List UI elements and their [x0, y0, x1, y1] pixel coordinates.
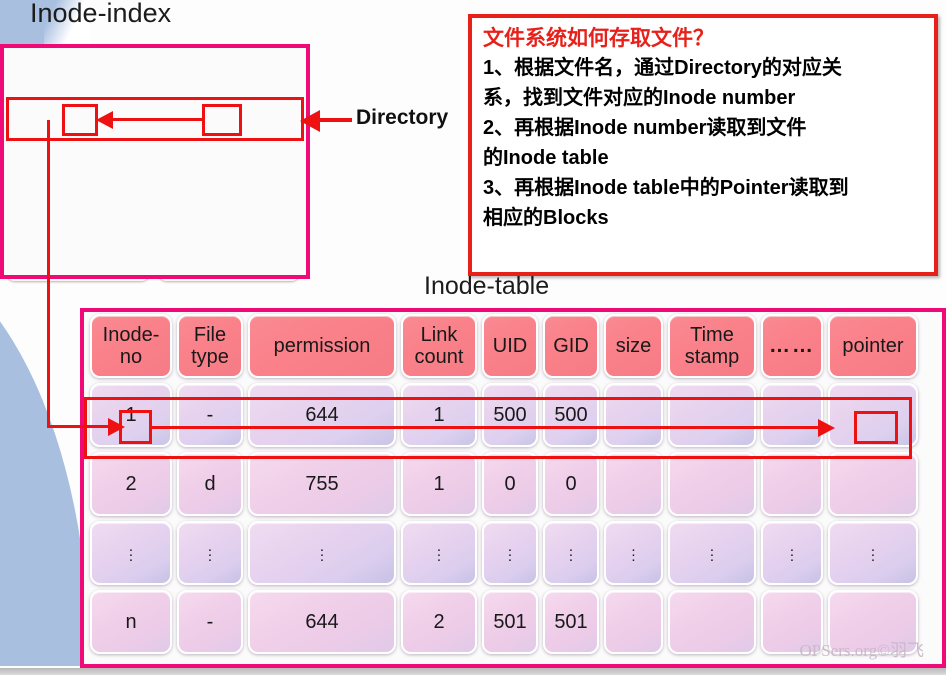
- arrow-head-into-inode-table: [108, 418, 125, 436]
- arrow-shaft-f1-to-inode: [110, 118, 204, 121]
- inode-table-cell-ellipsis: ...: [177, 521, 243, 585]
- inode-table-cell-ellipsis: ...: [761, 521, 823, 585]
- label-directory: Directory: [356, 106, 449, 129]
- inode-table-cell-ellipsis: ...: [604, 521, 663, 585]
- vertical-ellipsis-icon: ...: [631, 537, 636, 565]
- callout-question: 文件系统如何存取文件？: [483, 27, 714, 50]
- inode-table-cell-uid[interactable]: 501: [482, 590, 538, 654]
- page-title-inode-index: Inode-index: [30, 0, 172, 28]
- vertical-ellipsis-icon: ...: [709, 537, 715, 565]
- inode-table-cell-ellipsis: ...: [90, 521, 172, 585]
- inode-table-row-1[interactable]: 1 - 644 1 500 500: [86, 383, 940, 447]
- inode-table-cell-inode-no[interactable]: 2: [90, 452, 172, 516]
- bottom-bar: [0, 668, 946, 675]
- connector-horizontal-to-table: [47, 425, 115, 428]
- inode-table-cell-permission[interactable]: 755: [248, 452, 396, 516]
- callout-step-2-line-1: 2、再根据Inode number读取到文件: [483, 117, 807, 139]
- highlight-box-inode-no-1: [62, 104, 98, 136]
- inode-table-row-n[interactable]: n - 644 2 501 501: [86, 590, 940, 654]
- inode-table-cell-ellipsis: ...: [482, 521, 538, 585]
- inode-table-cell-file-type[interactable]: -: [177, 383, 243, 447]
- inode-table-header-pointer: pointer: [828, 314, 918, 378]
- background-blue-corner: [0, 0, 90, 46]
- background-blue-curve: [0, 246, 90, 666]
- inode-table-header-size: size: [604, 314, 663, 378]
- inode-table-cell-size[interactable]: [604, 383, 663, 447]
- inode-table-cell-gid[interactable]: 501: [543, 590, 599, 654]
- connector-vertical-inode-index-to-table: [47, 120, 50, 428]
- highlight-frame-inode-table-row-1: [84, 397, 912, 459]
- inode-table-cell-time-stamp[interactable]: [668, 452, 756, 516]
- arrow-shaft-directory: [316, 118, 352, 122]
- inode-table-header-inode-no: Inode-no: [90, 314, 172, 378]
- inode-table-cell-ellipsis[interactable]: [761, 452, 823, 516]
- inode-table-cell-size[interactable]: [604, 452, 663, 516]
- inode-table-cell-ellipsis: ...: [248, 521, 396, 585]
- highlight-box-pointer-cell: [854, 411, 898, 444]
- inode-table-header-permission: permission: [248, 314, 396, 378]
- inode-table-cell-time-stamp[interactable]: [668, 590, 756, 654]
- vertical-ellipsis-icon: ...: [568, 537, 574, 565]
- inode-table-header-gid: GID: [543, 314, 599, 378]
- callout-step-3-line-1: 3、再根据Inode table中的Pointer读取到: [483, 177, 849, 199]
- inode-table-cell-gid[interactable]: 0: [543, 452, 599, 516]
- inode-table-cell-permission[interactable]: 644: [248, 590, 396, 654]
- vertical-ellipsis-icon: ...: [319, 537, 325, 565]
- inode-table-cell-pointer[interactable]: [828, 383, 918, 447]
- inode-table-cell-link-count[interactable]: 1: [401, 383, 477, 447]
- inode-table-cell-link-count[interactable]: 2: [401, 590, 477, 654]
- watermark: OPSers.org©羽飞: [799, 641, 924, 660]
- inode-index-panel: [0, 44, 310, 279]
- inode-table-cell-link-count[interactable]: 1: [401, 452, 477, 516]
- inode-table-cell-pointer[interactable]: [828, 590, 918, 654]
- arrow-head-to-inode-no: [96, 111, 113, 129]
- explanation-callout: 文件系统如何存取文件？ 1、根据文件名，通过Directory的对应关 系，找到…: [468, 14, 938, 276]
- inode-table-cell-time-stamp[interactable]: [668, 383, 756, 447]
- vertical-ellipsis-icon: ...: [207, 537, 213, 565]
- callout-step-3-line-2: 相应的Blocks: [483, 207, 609, 229]
- inode-table-cell-inode-no[interactable]: 1: [90, 383, 172, 447]
- callout-step-2-line-2: 的Inode table: [483, 147, 609, 169]
- inode-table-cell-uid[interactable]: 0: [482, 452, 538, 516]
- vertical-ellipsis-icon: ...: [507, 537, 513, 565]
- vertical-ellipsis-icon: ...: [870, 537, 876, 565]
- inode-table-cell-ellipsis[interactable]: [761, 590, 823, 654]
- arrow-shaft-inode-to-pointer: [150, 426, 822, 429]
- arrow-head-directory: [300, 110, 320, 132]
- callout-step-1-line-1: 1、根据文件名，通过Directory的对应关: [483, 57, 842, 79]
- inode-table-row-ellipsis: ... ... ... ... ... ... ... ... ... ...: [86, 521, 940, 585]
- vertical-ellipsis-icon: ...: [789, 537, 795, 565]
- inode-table-cell-file-type[interactable]: d: [177, 452, 243, 516]
- callout-step-1-line-2: 系，找到文件对应的Inode number: [483, 87, 796, 109]
- inode-table-cell-inode-no[interactable]: n: [90, 590, 172, 654]
- inode-table-header-ellipsis: ……: [761, 314, 823, 378]
- inode-table-cell-size[interactable]: [604, 590, 663, 654]
- inode-table-cell-ellipsis[interactable]: [761, 383, 823, 447]
- highlight-box-file-name-f1: [202, 104, 242, 136]
- inode-table-cell-gid[interactable]: 500: [543, 383, 599, 447]
- page-title-inode-table: Inode-table: [424, 272, 550, 300]
- inode-table-header-uid: UID: [482, 314, 538, 378]
- inode-table-cell-ellipsis: ...: [668, 521, 756, 585]
- vertical-ellipsis-icon: ...: [128, 537, 134, 565]
- inode-table-cell-ellipsis: ...: [828, 521, 918, 585]
- vertical-ellipsis-icon: ...: [436, 537, 442, 565]
- inode-table-cell-ellipsis: ...: [543, 521, 599, 585]
- inode-table-cell-permission[interactable]: 644: [248, 383, 396, 447]
- inode-table-cell-pointer[interactable]: [828, 452, 918, 516]
- arrow-head-to-pointer: [818, 419, 835, 437]
- inode-table-cell-file-type[interactable]: -: [177, 590, 243, 654]
- inode-table-cell-uid[interactable]: 500: [482, 383, 538, 447]
- inode-table-cell-ellipsis: ...: [401, 521, 477, 585]
- inode-table-row-2[interactable]: 2 d 755 1 0 0: [86, 452, 940, 516]
